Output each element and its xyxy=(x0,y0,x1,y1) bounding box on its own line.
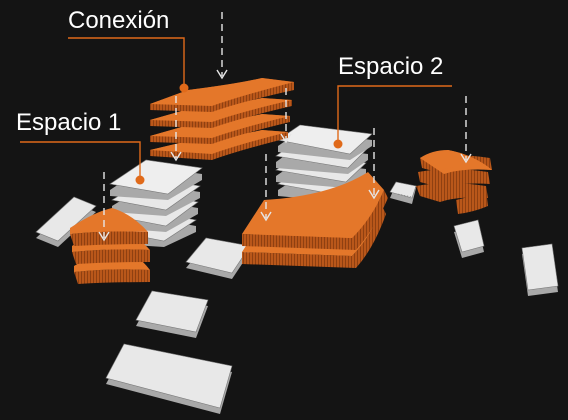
leader-dot-icon xyxy=(333,139,343,149)
dashed-down-arrow-icon xyxy=(460,96,472,164)
stack-espacio-1-orange xyxy=(70,208,150,284)
label-espacio-1: Espacio 1 xyxy=(16,109,121,136)
dashed-down-arrow-icon xyxy=(98,172,110,242)
stack-conexion xyxy=(150,78,294,160)
dashed-down-arrow-icon xyxy=(170,96,182,162)
dashed-down-arrow-icon xyxy=(280,88,292,144)
slab-bottom xyxy=(105,343,233,414)
dashed-down-arrow-icon xyxy=(216,12,228,80)
dashed-down-arrow-icon xyxy=(260,154,272,222)
slab-mid-left xyxy=(135,290,209,338)
label-conexion: Conexión xyxy=(68,7,169,34)
callout-espacio-1: Espacio 1 xyxy=(16,109,145,185)
slab-connector-small xyxy=(389,181,417,204)
label-espacio-2: Espacio 2 xyxy=(338,53,443,80)
callout-espacio-2: Espacio 2 xyxy=(333,53,452,149)
callout-conexion: Conexión xyxy=(68,7,189,93)
slab-center-small xyxy=(185,237,251,279)
slab-right-far xyxy=(521,243,559,296)
stack-right-orange xyxy=(416,150,492,214)
stack-central-orange xyxy=(242,172,388,268)
slab-far-left xyxy=(35,196,97,247)
dashed-down-arrow-icon xyxy=(368,128,380,200)
leader-dot-icon xyxy=(179,83,189,93)
slab-right-mid xyxy=(453,219,485,258)
flow-arrows xyxy=(98,12,472,242)
leader-dot-icon xyxy=(135,175,145,185)
